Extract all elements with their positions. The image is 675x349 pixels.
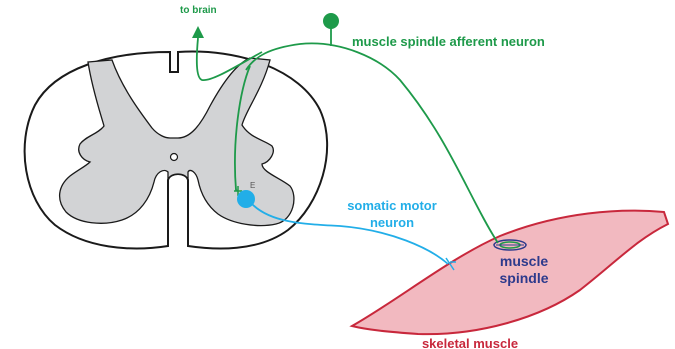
label-motor-neuron-line1: somatic motor [347,198,437,213]
label-afferent-neuron: muscle spindle afferent neuron [352,34,545,49]
afferent-cell-body [323,13,339,29]
muscle-spindle [494,240,526,250]
label-motor-neuron-line2: neuron [370,215,414,230]
label-muscle-spindle-line1: muscle [500,253,548,269]
central-canal [171,154,178,161]
label-synapse-mark: E [250,181,255,190]
label-skeletal-muscle: skeletal muscle [422,336,518,349]
label-muscle-spindle-line2: spindle [499,270,548,286]
to-brain-arrowhead [192,26,204,38]
label-to-brain: to brain [180,5,217,16]
